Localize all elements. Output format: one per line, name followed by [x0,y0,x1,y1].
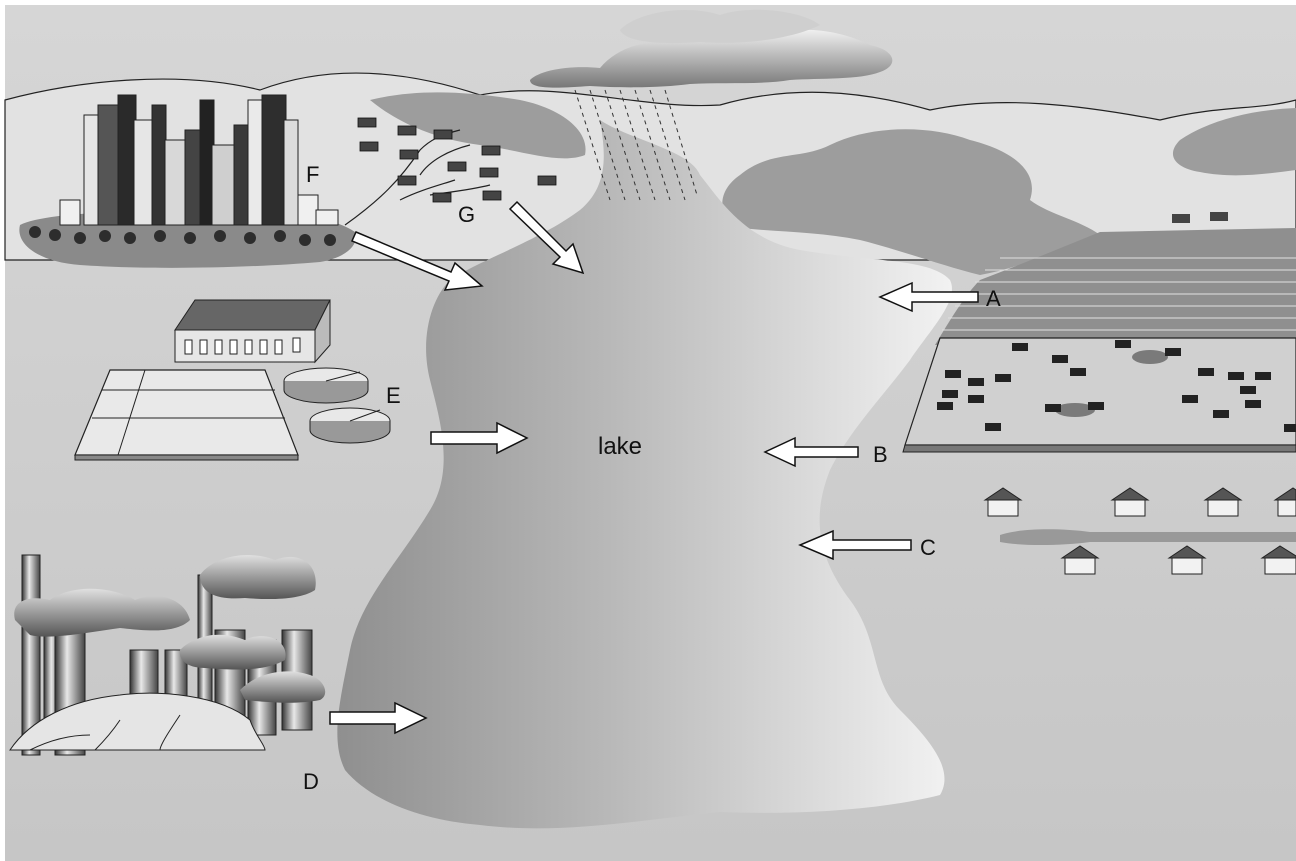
suburb-houses-icon [344,117,557,226]
label-G: G [458,202,475,227]
lake-body [337,120,952,829]
runoff-arrow-G [508,200,585,275]
runoff-arrow-C [798,529,912,561]
label-F: F [306,162,319,187]
rain-cloud-icon [530,9,893,88]
farm-fields-icon [935,212,1296,345]
runoff-arrow-F [351,231,484,291]
forest-left [370,92,586,159]
runoff-arrow-E [430,421,529,455]
residential-houses-icon [983,487,1296,575]
city-icon [19,94,356,268]
label-E: E [386,383,401,408]
runoff-arrow-B [763,436,859,468]
cattle-pasture-icon [902,337,1296,453]
factory-icon [9,554,326,756]
label-B: B [873,442,888,467]
runoff-arrow-D [329,701,428,735]
runoff-arrow-A [878,281,979,313]
forest-center [722,129,1100,275]
treatment-plant-icon [74,299,391,461]
label-A: A [986,286,1001,311]
label-C: C [920,535,936,560]
forest-right [1172,108,1296,176]
lake-label: lake [598,433,642,460]
label-D: D [303,769,319,794]
rain-lines [574,89,698,201]
